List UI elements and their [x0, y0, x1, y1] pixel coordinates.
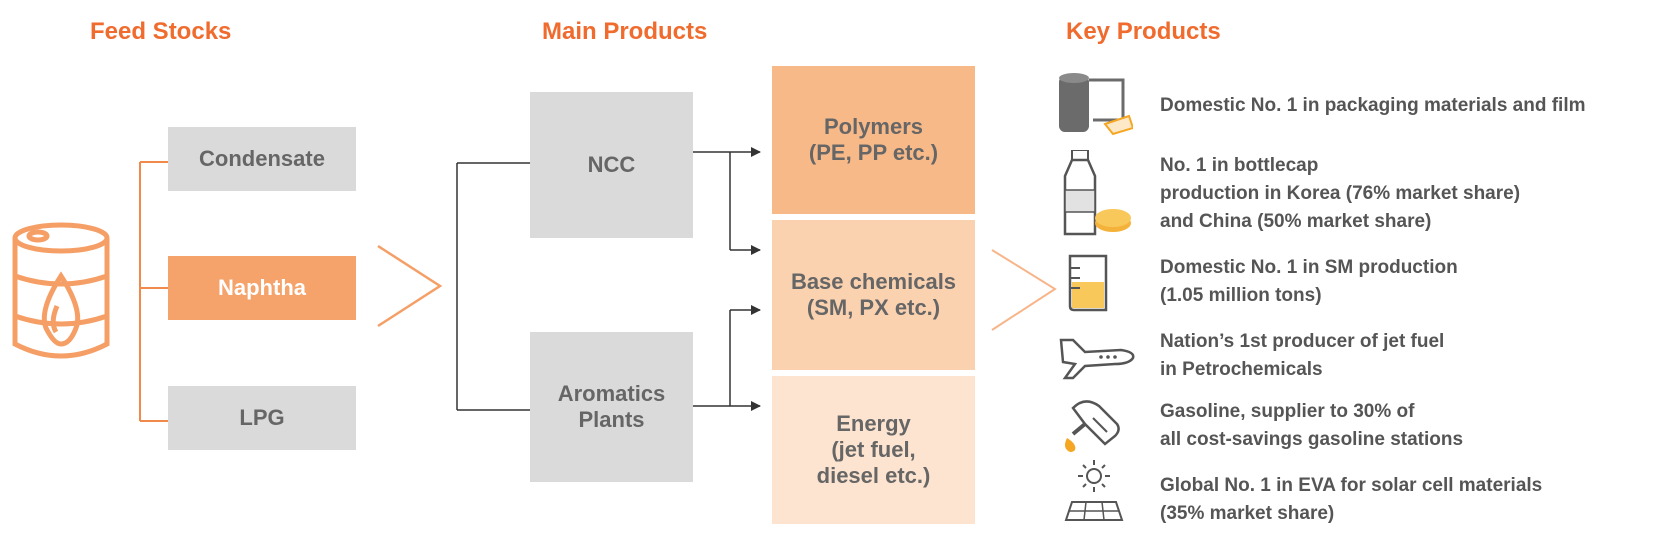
product-polymers-line-1: Polymers: [823, 114, 924, 139]
chevron-2: [991, 249, 1057, 331]
key-product-jet-fuel-line-1: Nation’s 1st producer of jet fuel: [1160, 331, 1445, 352]
plant-aromatics: Aromatics Plants: [530, 332, 693, 482]
key-product-sm-line-2: (1.05 million tons): [1160, 285, 1322, 306]
product-energy-line-2: (jet fuel,: [831, 437, 916, 462]
airplane-icon: [1055, 328, 1135, 398]
key-product-bottlecap-line-1: No. 1 in bottlecap: [1160, 155, 1319, 176]
key-product-bottlecap: No. 1 in bottlecap production in Korea (…: [1160, 152, 1520, 236]
key-product-bottlecap-line-2: production in Korea (76% market share): [1160, 183, 1521, 204]
product-polymers-line-2: (PE, PP etc.): [808, 140, 939, 165]
solar-panel-icon: [1062, 458, 1140, 528]
product-energy-line-3: diesel etc.): [816, 463, 931, 488]
plants-bracket: [456, 162, 530, 411]
key-product-eva: Global No. 1 in EVA for solar cell mater…: [1160, 472, 1542, 528]
fuel-nozzle-icon: [1055, 394, 1133, 464]
key-product-bottlecap-line-3: and China (50% market share): [1160, 211, 1432, 232]
key-product-jet-fuel: Nation’s 1st producer of jet fuel in Pet…: [1160, 328, 1444, 384]
key-product-jet-fuel-line-2: in Petrochemicals: [1160, 359, 1323, 380]
key-product-sm-line-1: Domestic No. 1 in SM production: [1160, 257, 1458, 278]
film-roll-icon: [1055, 70, 1135, 140]
plant-aromatics-line-2: Plants: [578, 407, 645, 432]
product-energy-line-1: Energy: [836, 411, 911, 436]
key-product-eva-line-2: (35% market share): [1160, 503, 1335, 524]
product-base-chemicals: Base chemicals (SM, PX etc.): [772, 220, 975, 370]
key-product-eva-line-1: Global No. 1 in EVA for solar cell mater…: [1160, 475, 1543, 496]
product-base-chemicals-line-2: (SM, PX etc.): [806, 295, 941, 320]
feed-condensate: Condensate: [168, 127, 356, 191]
feed-stocks-heading: Feed Stocks: [90, 18, 232, 45]
bottle-cap-icon: [1055, 149, 1133, 236]
product-energy: Energy (jet fuel, diesel etc.): [772, 376, 975, 524]
key-product-sm: Domestic No. 1 in SM production (1.05 mi…: [1160, 254, 1458, 310]
oil-barrel-icon: [6, 218, 116, 364]
plant-ncc: NCC: [530, 92, 693, 238]
key-product-gasoline-line-1: Gasoline, supplier to 30% of: [1160, 401, 1415, 422]
key-product-packaging: Domestic No. 1 in packaging materials an…: [1160, 92, 1586, 120]
plant-aromatics-line-1: Aromatics: [557, 381, 666, 406]
key-product-packaging-line-1: Domestic No. 1 in packaging materials an…: [1160, 95, 1586, 116]
aromatics-arrows: [693, 305, 761, 411]
key-products-heading: Key Products: [1066, 18, 1221, 45]
ncc-arrows: [693, 147, 761, 255]
beaker-icon: [1062, 252, 1140, 322]
product-base-chemicals-line-1: Base chemicals: [790, 269, 957, 294]
feed-bracket: [139, 161, 168, 422]
feed-lpg: LPG: [168, 386, 356, 450]
key-product-gasoline-line-2: all cost-savings gasoline stations: [1160, 429, 1464, 450]
key-product-gasoline: Gasoline, supplier to 30% of all cost-sa…: [1160, 398, 1463, 454]
product-polymers: Polymers (PE, PP etc.): [772, 66, 975, 214]
main-products-heading: Main Products: [542, 18, 708, 45]
chevron-1: [377, 244, 443, 328]
feed-naphtha: Naphtha: [168, 256, 356, 320]
